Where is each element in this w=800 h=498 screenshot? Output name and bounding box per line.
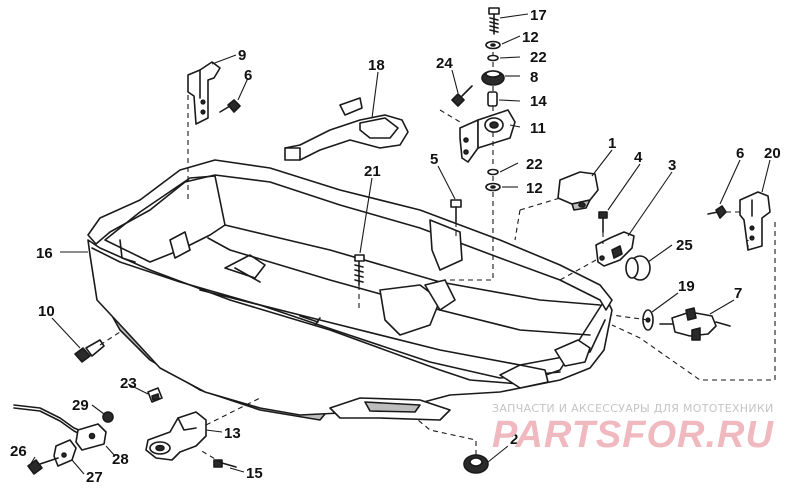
callout-22-top: 22	[530, 49, 547, 66]
watermark-logo: PARTSFOR.RU	[492, 414, 774, 456]
callout-25: 25	[676, 237, 693, 254]
watermark-caption: ЗАПЧАСТИ И АКСЕССУАРЫ ДЛЯ МОТОТЕХНИКИ	[492, 402, 774, 415]
callout-28: 28	[112, 451, 129, 468]
screw-part-15	[213, 459, 237, 468]
bracket-part-11	[459, 109, 516, 163]
callout-29: 29	[72, 397, 89, 414]
screw-part-5	[450, 199, 462, 223]
washer-part-12-mid	[485, 182, 501, 192]
callout-20: 20	[764, 145, 781, 162]
cap-part-1	[557, 171, 599, 211]
fitting-part-7	[659, 307, 731, 341]
callout-24: 24	[436, 55, 453, 72]
callout-5: 5	[430, 151, 438, 168]
screw-part-4	[598, 211, 608, 233]
callout-6-left: 6	[244, 67, 252, 84]
callout-13: 13	[224, 425, 241, 442]
nut-part-29	[102, 411, 114, 423]
screw-part-24	[451, 85, 473, 107]
leader-lines	[29, 13, 771, 475]
callout-11: 11	[530, 120, 546, 137]
callout-1: 1	[608, 135, 616, 152]
callout-14: 14	[530, 93, 547, 110]
screw-part-6-right	[707, 205, 727, 219]
callout-22-mid: 22	[526, 156, 543, 173]
bracket-part-27	[53, 439, 77, 467]
callout-2: 2	[510, 431, 518, 448]
bracket-part-9	[187, 61, 221, 125]
callout-23: 23	[120, 375, 137, 392]
bracket-part-28	[75, 423, 107, 451]
callout-16: 16	[36, 245, 53, 262]
bracket-part-13	[145, 411, 207, 461]
callout-6-right: 6	[736, 145, 744, 162]
callout-labels: 17 12 22 8 14 11 24 18 9 6 1 4 3 6 20 5 …	[10, 7, 781, 486]
washer-part-12-top	[485, 40, 501, 50]
callout-10: 10	[38, 303, 55, 320]
callout-9: 9	[238, 47, 246, 64]
grommet-part-8	[481, 70, 505, 86]
callout-3: 3	[668, 157, 676, 174]
latch-part-3	[595, 231, 635, 267]
screw-part-10	[74, 339, 105, 363]
bolt-part-21	[354, 254, 365, 286]
callout-15: 15	[246, 465, 263, 482]
callout-4: 4	[634, 149, 643, 166]
sleeve-part-14	[487, 91, 498, 107]
bushing-part-25	[625, 255, 651, 281]
callout-27: 27	[86, 469, 103, 486]
clip-part-23	[147, 387, 163, 403]
callout-26: 26	[10, 443, 27, 460]
callout-18: 18	[368, 57, 385, 74]
watermark: ЗАПЧАСТИ И АКСЕССУАРЫ ДЛЯ МОТОТЕХНИКИ PA…	[492, 402, 774, 456]
screw-part-6-left	[219, 99, 241, 113]
callout-17: 17	[530, 7, 547, 24]
washer-part-22-top	[487, 54, 499, 62]
callout-7: 7	[734, 285, 742, 302]
callout-8: 8	[530, 69, 538, 86]
washer-part-22-mid	[487, 168, 499, 176]
grommet-part-2	[463, 454, 489, 474]
bracket-part-20	[739, 191, 771, 251]
callout-21: 21	[364, 163, 381, 180]
assembly-lines	[99, 52, 776, 464]
bracket-part-18	[284, 97, 409, 161]
callout-12-top: 12	[522, 29, 539, 46]
lower-cowl-part-16	[87, 159, 613, 421]
callout-19: 19	[678, 278, 695, 295]
cable	[13, 404, 85, 436]
callout-12-mid: 12	[526, 180, 543, 197]
bolt-part-17	[488, 7, 500, 35]
